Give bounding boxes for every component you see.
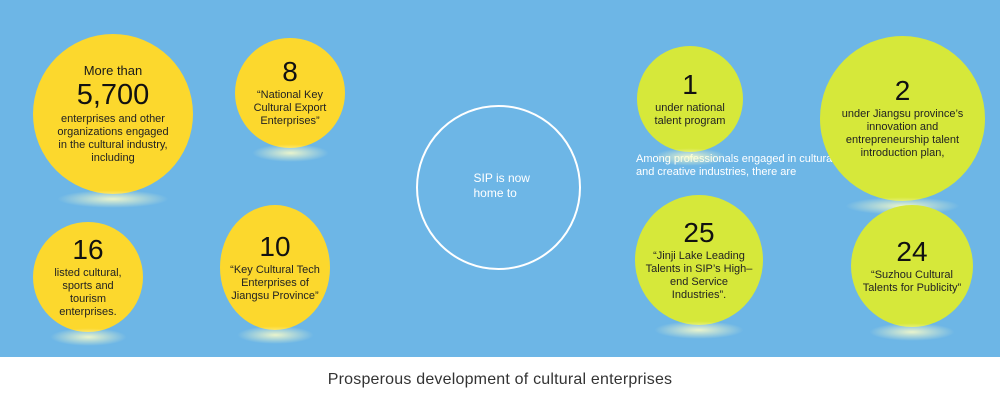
bubble-listed-enterprises: 16 listed cultural, sports and tourism e…: [33, 222, 143, 346]
bubble-tech-enterprises: 10 “Key Cultural Tech Enterprises of Jia…: [220, 205, 330, 344]
bubble-number: 24: [896, 235, 928, 267]
bubble-text: under Jiangsu province’s innovation and …: [841, 108, 964, 159]
center-ring: SIP is now home to: [416, 105, 581, 270]
center-text: SIP is now home to: [473, 170, 530, 200]
bubble-national-talent: 1 under national talent program: [637, 46, 743, 166]
bubble-number: 16: [72, 233, 104, 265]
bubble-text: “Suzhou Cultural Talents for Publicity”: [862, 268, 962, 294]
bubble-jiangsu-talent: 2 under Jiangsu province’s innovation an…: [820, 36, 985, 215]
bubble-enterprises: More than 5,700 enterprises and other or…: [33, 34, 193, 208]
bubble-suzhou-talents: 24 “Suzhou Cultural Talents for Publicit…: [851, 205, 973, 341]
bubble-jinji-lake-talents: 25 “Jinji Lake Leading Talents in SIP’s …: [635, 195, 763, 339]
bubble-export-enterprises: 8 “National Key Cultural Export Enterpri…: [235, 38, 345, 162]
bubble-text: listed cultural, sports and tourism ente…: [54, 266, 122, 318]
bubble-text: “Jinji Lake Leading Talents in SIP’s Hig…: [645, 249, 753, 301]
bubble-text: “Key Cultural Tech Enterprises of Jiangs…: [230, 263, 320, 302]
bubble-text: under national talent program: [654, 101, 726, 127]
bubble-text: “National Key Cultural Export Enterprise…: [253, 89, 327, 127]
bubble-prefix: More than: [83, 63, 143, 78]
infographic-panel: More than 5,700 enterprises and other or…: [0, 0, 1000, 357]
professionals-intro-text: Among professionals engaged in cultural …: [636, 153, 835, 178]
bubble-number: 8: [282, 56, 298, 87]
caption: Prosperous development of cultural enter…: [327, 371, 673, 388]
bubble-number: 25: [683, 216, 715, 248]
bubble-number: 10: [259, 230, 291, 262]
bubble-text: enterprises and other organizations enga…: [57, 113, 169, 164]
bubble-number: 5,700: [76, 79, 150, 111]
bubble-number: 2: [894, 75, 911, 106]
bubble-number: 1: [682, 68, 698, 100]
